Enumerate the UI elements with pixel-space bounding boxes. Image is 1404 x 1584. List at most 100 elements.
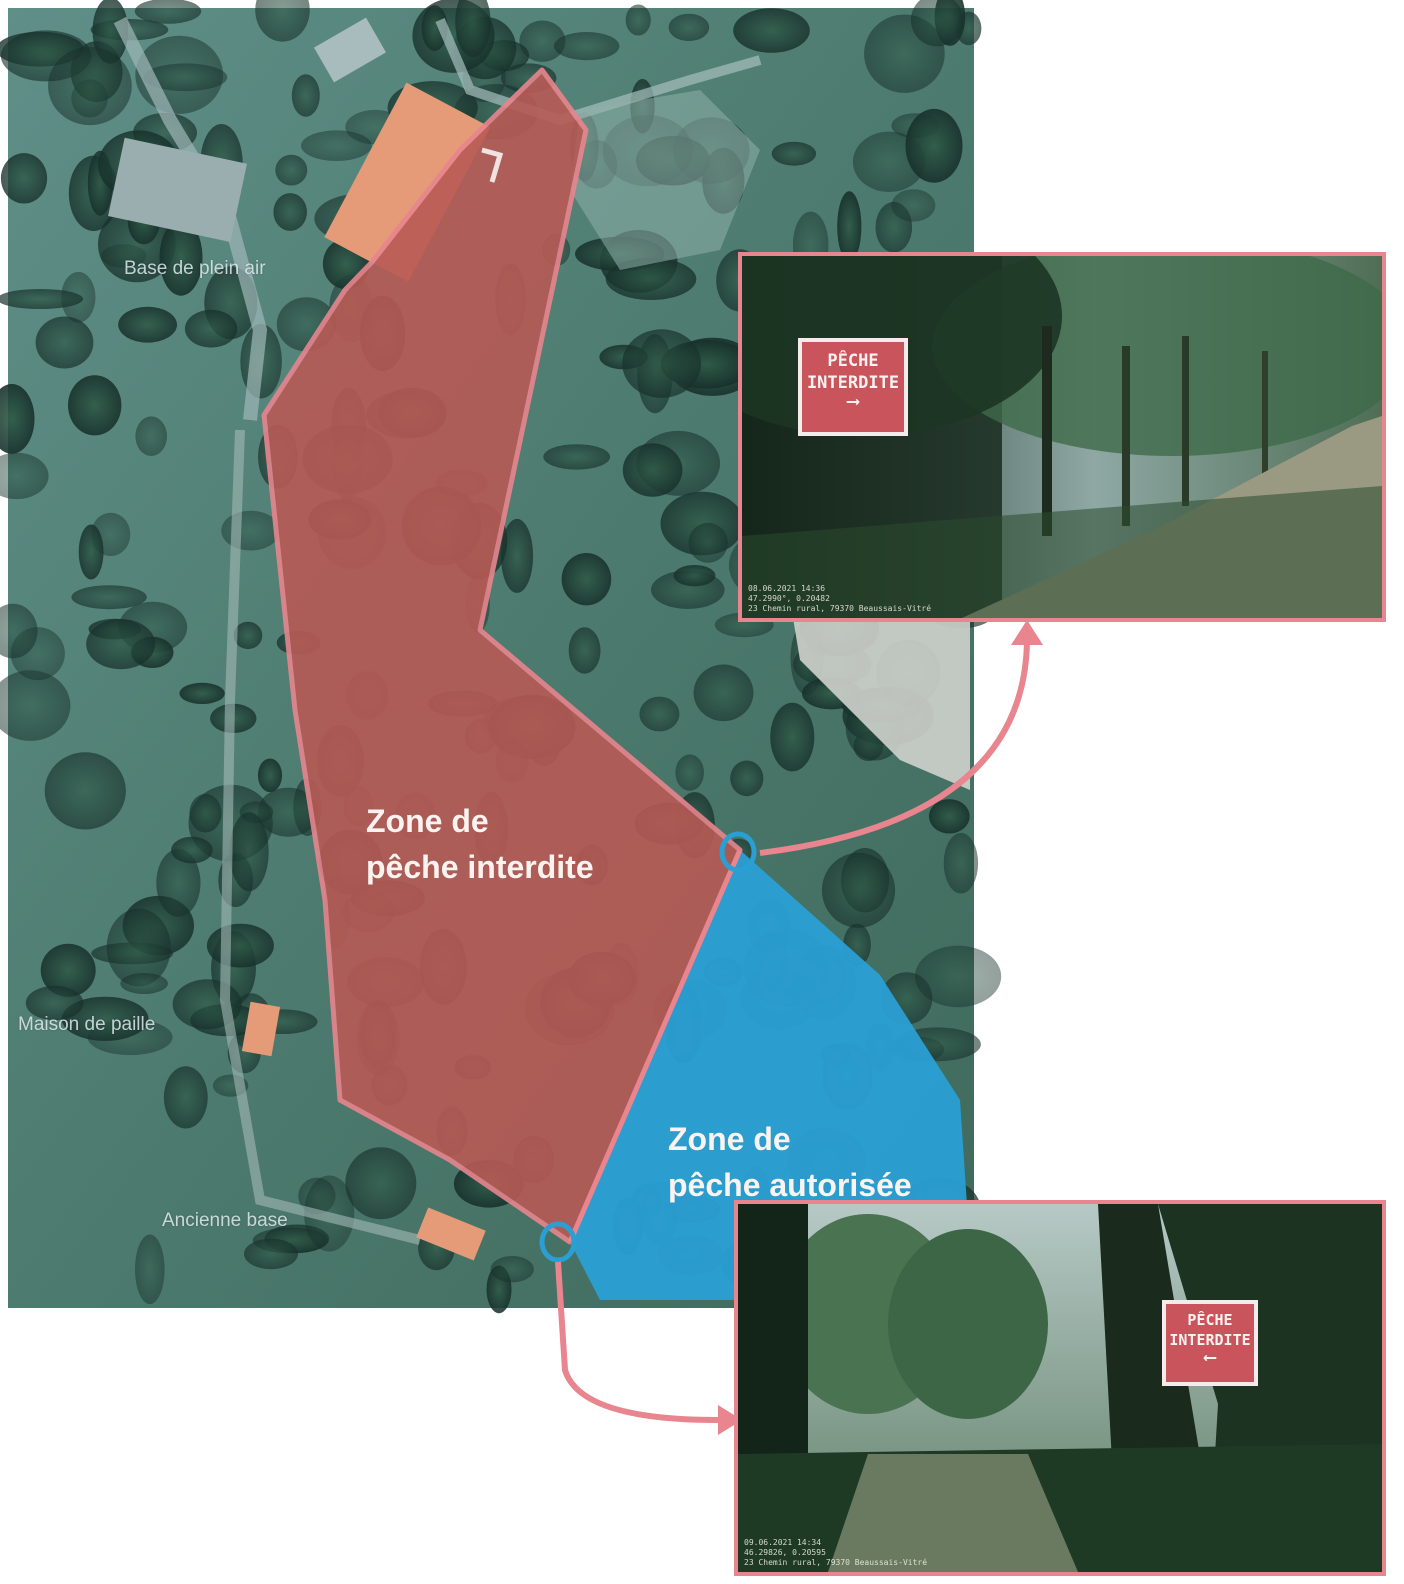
sign-line2: INTERDITE: [1169, 1331, 1251, 1349]
tree-blob: [730, 760, 764, 797]
tree-blob: [171, 836, 213, 864]
tree-blob: [675, 754, 704, 791]
sign-line2: INTERDITE: [806, 373, 900, 393]
stamp-line: 23 Chemin rural, 79370 Beaussais-Vitré: [744, 1558, 928, 1567]
tree-blob: [301, 130, 372, 161]
tree-blob: [915, 945, 1002, 1008]
tree-blob: [421, 5, 448, 51]
tree-blob: [92, 0, 129, 64]
stamp-line: 47.2990°, 0.20482: [748, 594, 830, 603]
tree-blob: [291, 74, 320, 117]
tree-blob: [688, 522, 728, 563]
forbidden-zone-line2: pêche interdite: [366, 849, 594, 885]
tree-blob: [668, 13, 710, 42]
stamp-line: 46.29826, 0.20595: [744, 1548, 826, 1557]
tree-blob: [345, 1147, 417, 1220]
tree-blob: [561, 553, 612, 606]
location-marker-top: [719, 831, 757, 873]
building: [314, 17, 386, 83]
tree-blob: [120, 973, 168, 994]
tree-blob: [543, 444, 611, 470]
zone-boundary: [567, 849, 743, 1243]
photo-bottom: PÊCHE INTERDITE ⟵ 09.06.2021 14:34 46.29…: [734, 1200, 1386, 1576]
road: [219, 429, 422, 1245]
building-orange: [416, 1207, 486, 1261]
tree-blob: [519, 20, 566, 62]
tree-blob: [159, 219, 203, 296]
tree-blob: [910, 0, 964, 47]
tree-blob: [943, 832, 979, 894]
tree-blob: [233, 621, 263, 650]
tree-blob: [693, 664, 754, 722]
tree-blob: [568, 627, 601, 674]
hook-mark: [481, 147, 504, 183]
tree-blob: [134, 0, 202, 24]
tree-blob: [605, 258, 697, 300]
photo-top-scene: [742, 256, 1382, 618]
tree-blob: [275, 154, 308, 186]
tree-blob: [86, 619, 156, 670]
arrow-head-icon: [718, 1405, 742, 1435]
pale-ground: [790, 600, 970, 790]
tree-blob: [135, 416, 167, 457]
tree-blob: [118, 306, 177, 343]
tree-blob: [106, 908, 171, 987]
tree-blob: [257, 758, 283, 793]
tree-blob: [40, 943, 96, 997]
stamp-line: 23 Chemin rural, 79370 Beaussais-Vitré: [748, 604, 932, 613]
photo-top-timestamp: 08.06.2021 14:36 47.2990°, 0.20482 23 Ch…: [748, 584, 931, 614]
forbidden-zone-line1: Zone de: [366, 803, 489, 839]
tree-blob: [0, 289, 84, 309]
tree-blob: [905, 108, 963, 183]
tree-blob: [229, 812, 269, 892]
allowed-fishing-zone: [570, 850, 968, 1300]
tree-blob: [273, 193, 308, 231]
label-base-plein-air: Base de plein air: [124, 258, 266, 279]
tree-blob: [771, 141, 817, 166]
photo-bottom-scene: [738, 1204, 1382, 1572]
tree-blob: [0, 153, 48, 204]
tree-blob: [733, 8, 810, 53]
tree-blob: [143, 63, 228, 92]
stamp-line: 09.06.2021 14:34: [744, 1538, 822, 1547]
tree-blob: [44, 752, 126, 830]
label-maison-paille: Maison de paille: [18, 1014, 156, 1035]
tree-blob: [0, 603, 38, 659]
tree-blob: [928, 799, 970, 834]
tree-blob: [135, 1234, 165, 1305]
tree-blob: [257, 787, 319, 837]
arrow-left-icon: ⟵: [1204, 1347, 1216, 1368]
tree-blob: [78, 524, 104, 580]
tree-blob: [48, 46, 132, 126]
allowed-zone-line1: Zone de: [668, 1121, 791, 1157]
tree-blob: [0, 384, 35, 454]
tree-blob: [455, 0, 491, 57]
tree-blob: [625, 4, 651, 36]
tree-blob: [35, 316, 94, 369]
photo-top: PÊCHE INTERDITE ⟶ 08.06.2021 14:36 47.29…: [738, 252, 1386, 622]
photo-bottom-timestamp: 09.06.2021 14:34 46.29826, 0.20595 23 Ch…: [744, 1538, 927, 1568]
sign-peche-interdite-top: PÊCHE INTERDITE ⟶: [798, 338, 908, 436]
tree-blob: [189, 793, 222, 833]
tree-blob: [554, 31, 620, 61]
tree-blob: [179, 682, 225, 705]
tree-blob: [71, 585, 147, 610]
stamp-line: 08.06.2021 14:36: [748, 584, 826, 593]
location-marker-bottom: [539, 1221, 577, 1263]
arrow-head-icon: [1011, 620, 1043, 645]
tree-blob: [25, 985, 84, 1021]
tree-blob: [163, 1066, 208, 1129]
tree-blob: [61, 996, 149, 1041]
allowed-zone-line2: pêche autorisée: [668, 1167, 912, 1203]
tree-blob: [622, 443, 683, 497]
tree-blob: [0, 670, 71, 741]
tree-blob: [221, 510, 280, 551]
tree-blob: [255, 0, 310, 42]
tree-blob: [244, 1238, 298, 1270]
tree-blob: [184, 309, 238, 348]
tree-blob: [639, 696, 680, 732]
tree-blob: [156, 849, 201, 917]
tree-blob: [837, 191, 862, 262]
pale-ground: [570, 90, 760, 270]
